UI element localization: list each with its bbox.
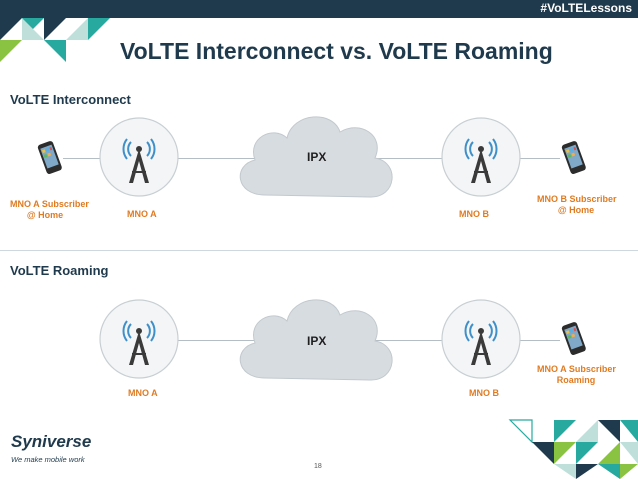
section-title-roaming: VoLTE Roaming	[10, 263, 109, 278]
subscriber-roaming-label: MNO A Subscriber Roaming	[537, 364, 616, 386]
smartphone-icon	[37, 141, 62, 174]
tower-icon	[441, 117, 521, 197]
tower-icon	[99, 299, 179, 379]
smartphone-icon	[561, 322, 586, 355]
smartphone-icon	[561, 141, 586, 174]
ipx-label: IPX	[307, 150, 327, 164]
cloud-icon	[239, 116, 393, 198]
triangle-pattern-top-left	[0, 18, 110, 62]
subscriber-a-line2: @ Home	[26, 210, 64, 220]
tower-icon	[99, 117, 179, 197]
subscriber-a-line1: MNO A Subscriber	[10, 199, 89, 209]
tower-icon	[441, 299, 521, 379]
section-divider	[0, 250, 638, 251]
mno-b-label: MNO B	[469, 388, 499, 398]
subscriber-b-line1: MNO B Subscriber	[537, 194, 617, 204]
connection-line	[520, 340, 560, 341]
section-title-interconnect: VoLTE Interconnect	[10, 92, 131, 107]
triangle-pattern-bottom-right	[508, 419, 638, 479]
subscriber-b-label: MNO B Subscriber @ Home	[537, 194, 617, 216]
ipx-label: IPX	[307, 334, 327, 348]
connection-line	[63, 158, 103, 159]
page-title: VoLTE Interconnect vs. VoLTE Roaming	[120, 38, 553, 64]
page-number: 18	[314, 463, 322, 470]
mno-b-label: MNO B	[459, 209, 489, 219]
cloud-icon	[239, 299, 393, 381]
mno-a-label: MNO A	[128, 388, 158, 398]
subscriber-roaming-line1: MNO A Subscriber	[537, 364, 616, 374]
subscriber-b-line2: @ Home	[557, 205, 595, 215]
hashtag-label: #VoLTELessons	[540, 1, 632, 15]
subscriber-roaming-line2: Roaming	[556, 375, 596, 385]
connection-line	[520, 158, 560, 159]
logo-tagline: We make mobile work	[11, 455, 85, 464]
mno-a-label: MNO A	[127, 209, 157, 219]
header-bar	[0, 0, 638, 18]
syniverse-logo: Syniverse	[11, 432, 92, 451]
subscriber-a-label: MNO A Subscriber @ Home	[10, 199, 89, 221]
